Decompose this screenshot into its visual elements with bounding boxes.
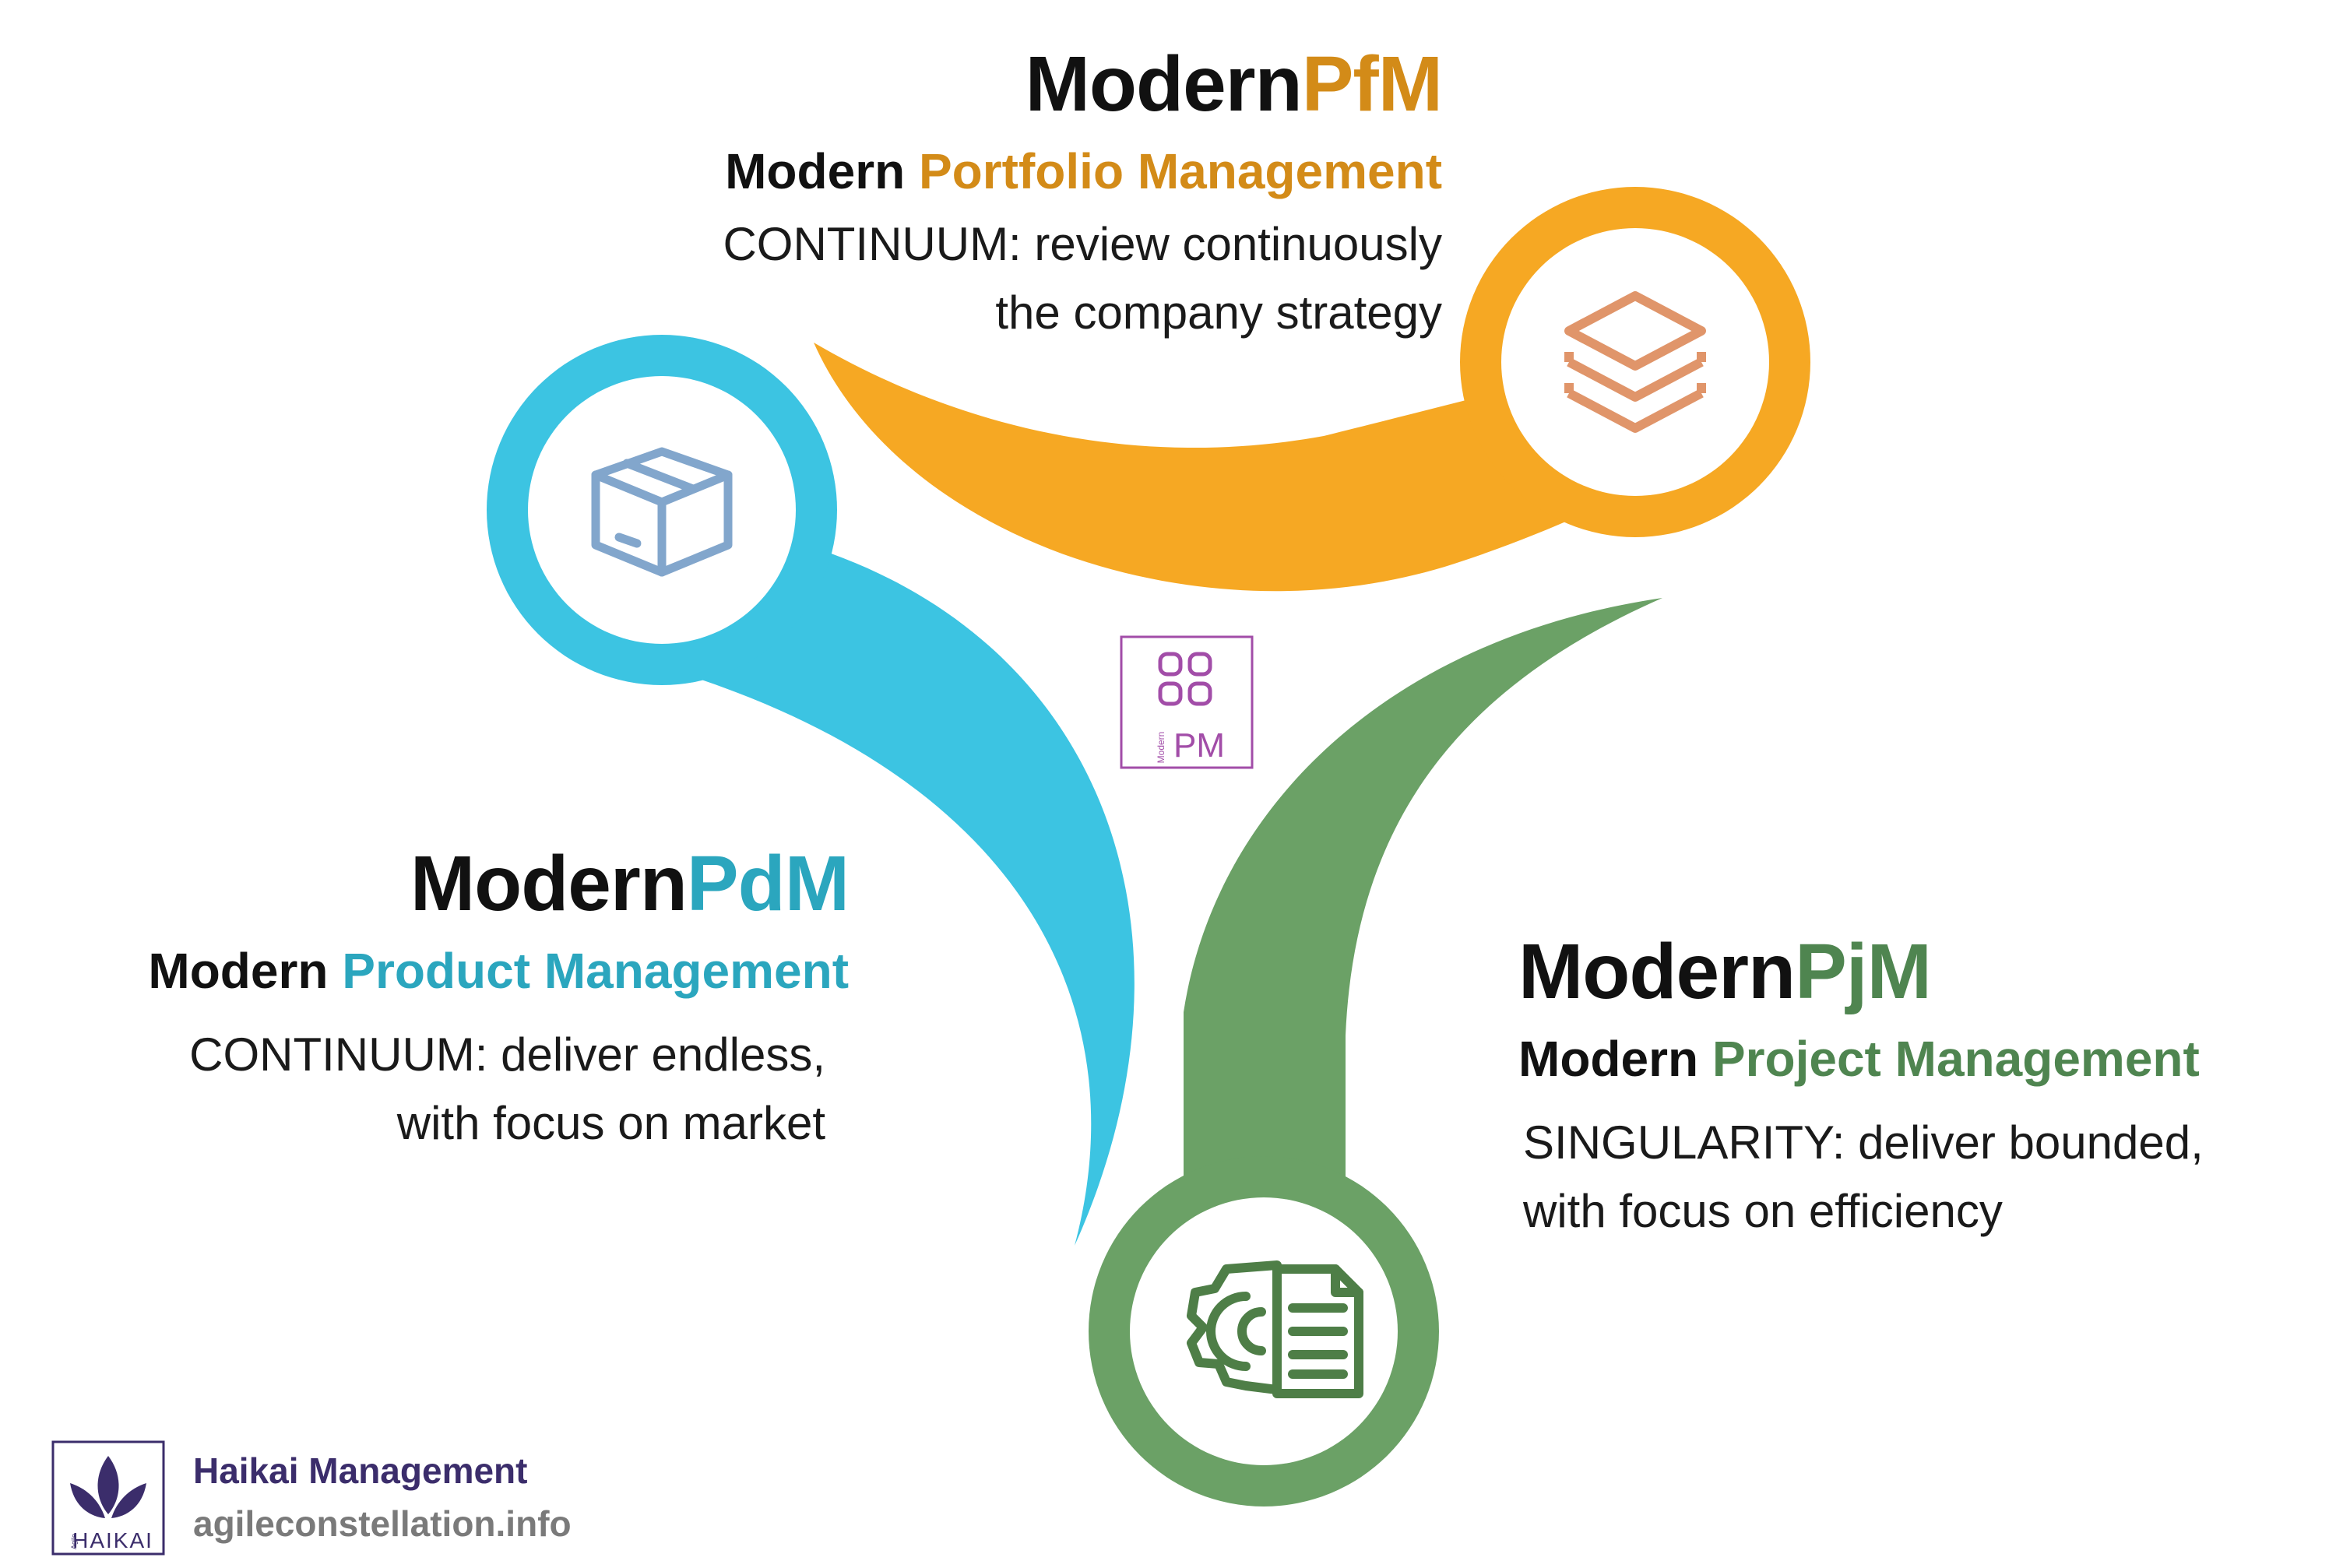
project-subtitle-suffix: Project Management xyxy=(1712,1031,2200,1087)
footer-brand: Haikai Management xyxy=(193,1450,528,1491)
product-node xyxy=(487,335,837,685)
clover-icon xyxy=(1158,652,1212,706)
product-description: CONTINUUM: deliver endless, with focus o… xyxy=(31,1021,849,1158)
portfolio-subtitle-prefix: Modern xyxy=(725,143,906,199)
product-desc-line1: CONTINUUM: deliver endless, xyxy=(189,1028,825,1081)
center-logo: Modern PM xyxy=(1120,635,1254,769)
product-text-block: ModernPdM Modern Product Management CONT… xyxy=(31,845,850,1158)
product-subtitle-prefix: Modern xyxy=(148,943,329,999)
project-desc-line2: with focus on efficiency xyxy=(1523,1185,2003,1237)
project-title: ModernPjM xyxy=(1518,933,2320,1011)
stacked-layers-icon xyxy=(1564,291,1706,433)
portfolio-subtitle-suffix: Portfolio Management xyxy=(918,143,1442,199)
portfolio-node xyxy=(1460,187,1810,537)
gear-document-icon xyxy=(1187,1260,1363,1398)
product-desc-line2: with focus on market xyxy=(396,1097,825,1149)
lotus-leaves-icon xyxy=(70,1456,146,1518)
footer-url[interactable]: agileconstellation.info xyxy=(193,1503,572,1544)
project-title-suffix: PjM xyxy=(1795,928,1932,1015)
project-swoosh xyxy=(1184,598,1662,1215)
product-swoosh xyxy=(670,537,1135,1246)
product-title: ModernPdM xyxy=(31,845,850,923)
project-text-block: ModernPjM Modern Project Management SING… xyxy=(1518,933,2320,1246)
footer: Haikai Management agileconstellation.inf… xyxy=(193,1450,572,1545)
portfolio-description: CONTINUUM: review continuously the compa… xyxy=(545,210,1442,347)
portfolio-text-block: ModernPfM Modern Portfolio Management CO… xyxy=(545,45,1443,347)
project-desc-line1: SINGULARITY: deliver bounded, xyxy=(1523,1116,2204,1169)
project-description: SINGULARITY: deliver bounded, with focus… xyxy=(1518,1109,2320,1246)
portfolio-desc-line1: CONTINUUM: review continuously xyxy=(723,218,1442,270)
project-subtitle-prefix: Modern xyxy=(1518,1031,1699,1087)
package-box-icon xyxy=(591,447,733,577)
product-title-suffix: PdM xyxy=(686,840,850,927)
center-logo-caption-small: Modern xyxy=(1156,732,1166,764)
project-node xyxy=(1089,1156,1439,1506)
haikai-logo-caption-small: Agile xyxy=(70,1534,78,1549)
product-subtitle: Modern Product Management xyxy=(31,946,849,996)
portfolio-desc-line2: the company strategy xyxy=(995,287,1442,339)
project-subtitle: Modern Project Management xyxy=(1518,1034,2320,1084)
portfolio-title-prefix: Modern xyxy=(1025,40,1303,128)
project-title-prefix: Modern xyxy=(1518,928,1796,1015)
product-title-prefix: Modern xyxy=(410,840,688,927)
haikai-logo-caption-big: HAIKAI xyxy=(72,1528,153,1552)
product-subtitle-suffix: Product Management xyxy=(342,943,849,999)
center-logo-caption-big: PM xyxy=(1173,726,1225,765)
haikai-logo: Agile HAIKAI xyxy=(51,1440,165,1556)
portfolio-subtitle: Modern Portfolio Management xyxy=(545,146,1442,196)
portfolio-title: ModernPfM xyxy=(545,45,1443,123)
portfolio-title-suffix: PfM xyxy=(1301,40,1443,128)
